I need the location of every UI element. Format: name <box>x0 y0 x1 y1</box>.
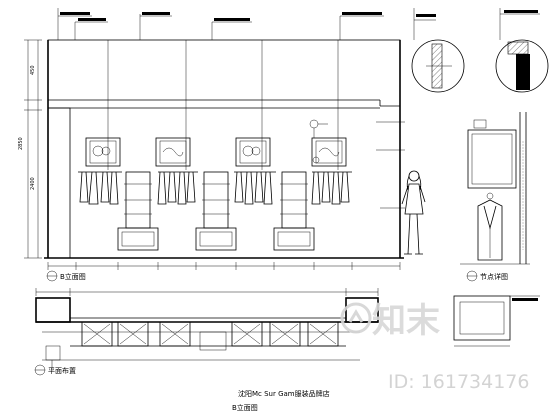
elevation-label: B立面图 <box>60 272 86 281</box>
left-column <box>47 107 71 259</box>
plan-label: 平面布置 <box>48 366 76 375</box>
watermark-logo <box>340 302 372 334</box>
detail-bubble-2 <box>495 39 549 93</box>
plan-column-left <box>35 297 71 323</box>
plan-shelves <box>81 321 339 347</box>
drawing-subtitle: B立面图 <box>232 403 258 412</box>
top-annotations <box>57 8 384 40</box>
logo-frames <box>85 137 347 167</box>
svg-text:450: 450 <box>30 65 36 75</box>
hanging-clothes <box>78 171 352 205</box>
svg-text:2850: 2850 <box>18 137 24 150</box>
left-dimensions: 2850 450 2400 <box>18 39 42 259</box>
human-figure <box>401 170 426 255</box>
main-elevation: 2850 450 2400 <box>18 8 426 282</box>
wardrobe-section: 节点详图 <box>460 112 530 282</box>
low-cabinets <box>117 227 315 251</box>
plan-detail <box>453 295 540 347</box>
detail-views: 节点详图 <box>411 8 549 282</box>
bottom-dimensions <box>47 262 401 270</box>
watermark-text: 知末 <box>372 301 440 341</box>
elevation-tag: B立面图 <box>46 270 86 282</box>
detail-bubble-1 <box>411 39 465 93</box>
display-pillars <box>124 171 308 229</box>
watermark-id: ID: 161734176 <box>388 371 529 393</box>
drawing-title: 沈阳Mc Sur Gam服装品牌店 <box>238 389 330 398</box>
watermark: 知末 ID: 161734176 <box>340 301 529 393</box>
title-block: 沈阳Mc Sur Gam服装品牌店 B立面图 <box>232 389 330 412</box>
svg-text:2400: 2400 <box>30 177 36 190</box>
plan-view: 平面布置 <box>34 288 379 376</box>
detail-label: 节点详图 <box>480 272 508 281</box>
right-leaders <box>309 119 405 209</box>
ceiling-hatch <box>47 39 401 103</box>
